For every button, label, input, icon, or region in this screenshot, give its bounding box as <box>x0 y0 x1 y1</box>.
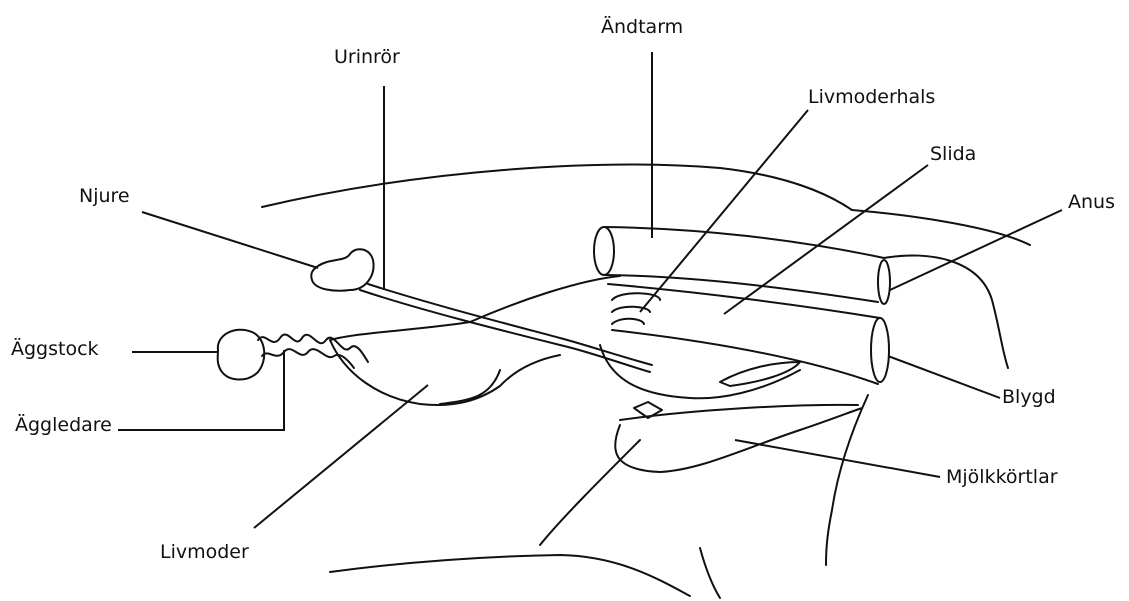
leader-anus <box>890 210 1062 290</box>
anus-opening <box>878 260 890 304</box>
lower-leg-outline <box>700 548 720 598</box>
uterus-horn <box>440 370 500 404</box>
udder-lower-outline <box>540 440 640 545</box>
leader-njure <box>142 212 318 268</box>
leader-slida <box>724 165 928 314</box>
label-aggstock: Äggstock <box>11 340 99 359</box>
bladder-region <box>600 345 800 398</box>
ovary-shape <box>218 330 265 380</box>
leader-livmoder <box>254 385 428 528</box>
tail-outline <box>884 255 1008 368</box>
label-blygd: Blygd <box>1002 388 1056 407</box>
label-anus: Anus <box>1068 193 1115 212</box>
label-urinror: Urinrör <box>334 48 400 67</box>
label-aggledare: Äggledare <box>15 416 112 435</box>
kidney-shape <box>311 249 373 290</box>
leader-mjolkkortlar <box>735 440 940 477</box>
lower-abdomen-outline <box>330 555 690 596</box>
label-njure: Njure <box>79 187 130 206</box>
label-livmoder: Livmoder <box>160 543 249 562</box>
label-livmoderhals: Livmoderhals <box>808 88 935 107</box>
leader-blygd <box>888 356 1000 398</box>
ureter-inner <box>368 284 652 365</box>
label-andtarm: Ändtarm <box>601 18 683 37</box>
urethra-gland <box>720 362 800 386</box>
hind-leg-outline <box>826 395 868 565</box>
rectum-opening <box>594 227 614 275</box>
leader-aggledare <box>118 350 284 430</box>
back-outline <box>262 165 1030 245</box>
vulva-opening <box>871 318 889 382</box>
label-mjolkkortlar: Mjölkkörtlar <box>946 468 1058 487</box>
rectum-tube <box>604 227 884 302</box>
label-slida: Slida <box>930 145 976 164</box>
